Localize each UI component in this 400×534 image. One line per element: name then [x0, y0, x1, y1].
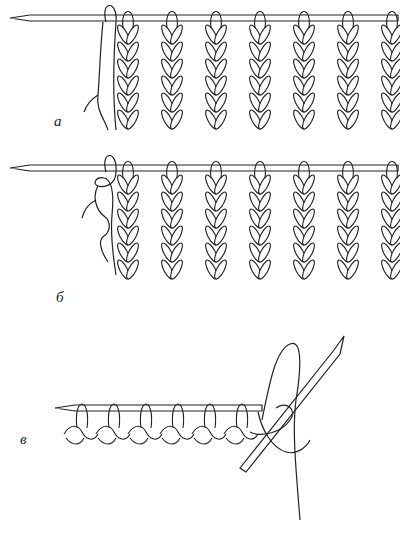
needle: [10, 15, 398, 21]
yarn-loop: [250, 405, 293, 434]
stitch-loop: [167, 12, 178, 29]
stitch-leg: [388, 24, 400, 46]
stitch-loop: [255, 162, 266, 179]
cast-on-chain: [162, 438, 180, 444]
stitch-loop: [76, 404, 87, 428]
stitch-leg: [300, 174, 316, 196]
stitch-loop: [299, 12, 310, 29]
stitch-leg: [124, 24, 140, 46]
stitch-leg: [256, 24, 272, 46]
stitch-loop: [343, 162, 354, 179]
stitch-leg: [344, 174, 360, 196]
stitch-loop: [123, 162, 134, 179]
stitch-loop: [140, 404, 151, 428]
stitch-leg: [344, 24, 360, 46]
yarn-strand: [98, 22, 108, 130]
yarn-strand: [95, 156, 116, 276]
knitted-fabric: [64, 24, 400, 444]
needle: [10, 165, 398, 171]
cast-on-chain: [194, 438, 212, 444]
stitch-loop: [211, 12, 222, 29]
cast-on-chain: [226, 438, 244, 444]
cast-on-chain: [64, 426, 98, 439]
yarn-strand: [258, 412, 310, 453]
yarn-tail: [82, 200, 96, 218]
stitch-leg: [124, 174, 140, 196]
cast-on-chain: [66, 438, 84, 444]
stitch-loop: [167, 162, 178, 179]
stitch-leg: [212, 174, 228, 196]
panel-letter: в: [20, 432, 27, 447]
stitch-loop: [236, 404, 247, 428]
needle: [240, 336, 344, 472]
cast-on-chain: [96, 426, 130, 439]
working-yarn: [82, 6, 344, 521]
cast-on-chain: [128, 426, 162, 439]
stitch-leg: [300, 24, 316, 46]
stitch-leg: [212, 24, 228, 46]
cast-on-chain: [130, 438, 148, 444]
stitch-loop: [123, 12, 134, 29]
stitch-loop: [299, 162, 310, 179]
stitch-loop: [204, 404, 215, 428]
stitch-loop: [343, 12, 354, 29]
needle-loops: [76, 12, 397, 429]
stitch-loop: [255, 12, 266, 29]
panel-letter: б: [56, 290, 64, 305]
cast-on-chain: [192, 426, 226, 439]
stitch-loop: [108, 404, 119, 428]
yarn-strand: [95, 186, 109, 262]
yarn-tail: [84, 95, 98, 112]
cast-on-chain: [98, 438, 116, 444]
stitch-loop: [387, 12, 398, 29]
panel-letter: а: [54, 114, 62, 129]
stitch-leg: [388, 174, 400, 196]
yarn-strand: [105, 6, 116, 131]
stitch-leg: [168, 24, 184, 46]
cast-on-chain: [160, 426, 194, 439]
stitch-loop: [172, 404, 183, 428]
stitch-loop: [211, 162, 222, 179]
stitch-loop: [387, 162, 398, 179]
stitch-leg: [256, 174, 272, 196]
stitch-leg: [168, 174, 184, 196]
yarn-strand: [262, 343, 300, 520]
